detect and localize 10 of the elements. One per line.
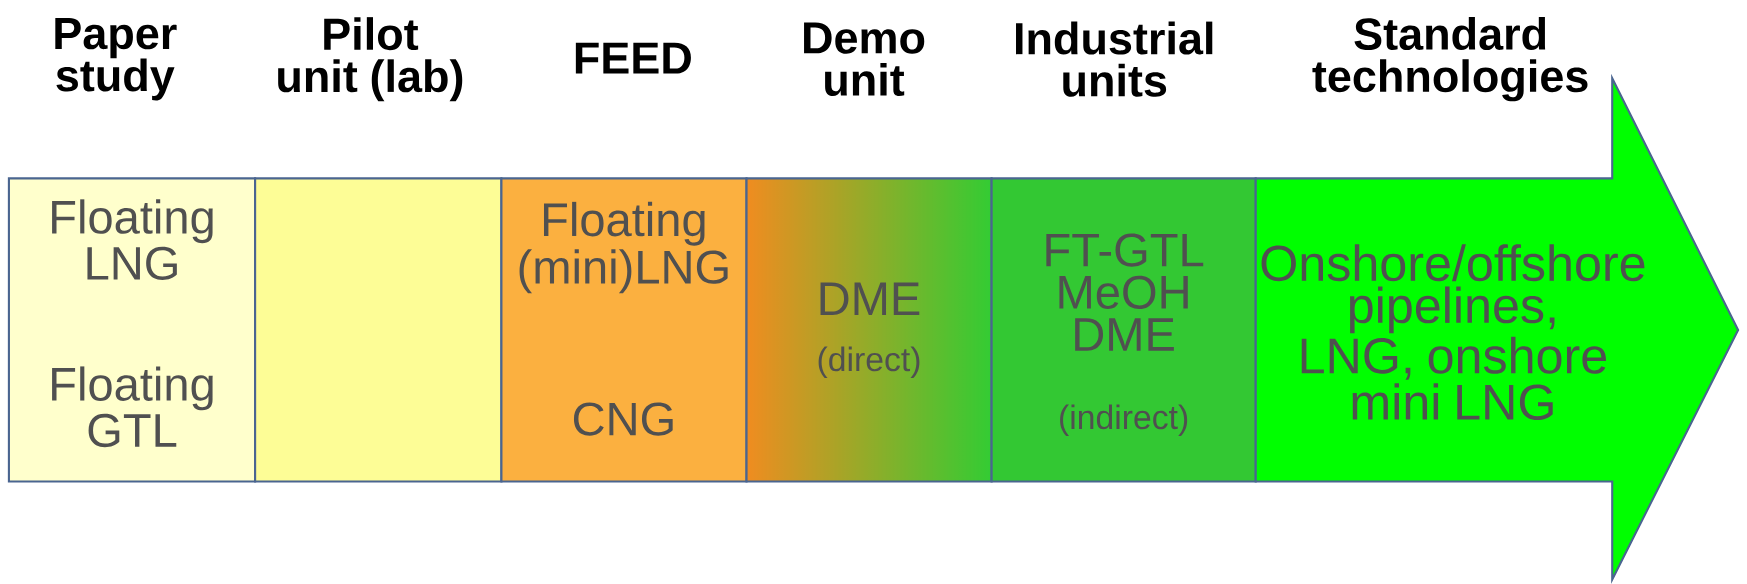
column-heading: Pilot unit (lab) <box>278 17 463 102</box>
stage-box: Floating (mini)LNG CNG <box>500 177 748 483</box>
column-heading: Industrial units <box>1016 21 1213 97</box>
stage-box: DME (direct) <box>745 177 993 483</box>
stage-box <box>254 177 503 483</box>
column-heading: Paper study <box>55 18 177 101</box>
column-heading: Demo unit <box>804 22 925 96</box>
stage-box: FT-GTL MeOH DME (indirect) <box>990 177 1257 483</box>
stage-box: Floating LNG Floating GTL <box>7 177 257 483</box>
column-heading: FEED <box>575 42 691 74</box>
